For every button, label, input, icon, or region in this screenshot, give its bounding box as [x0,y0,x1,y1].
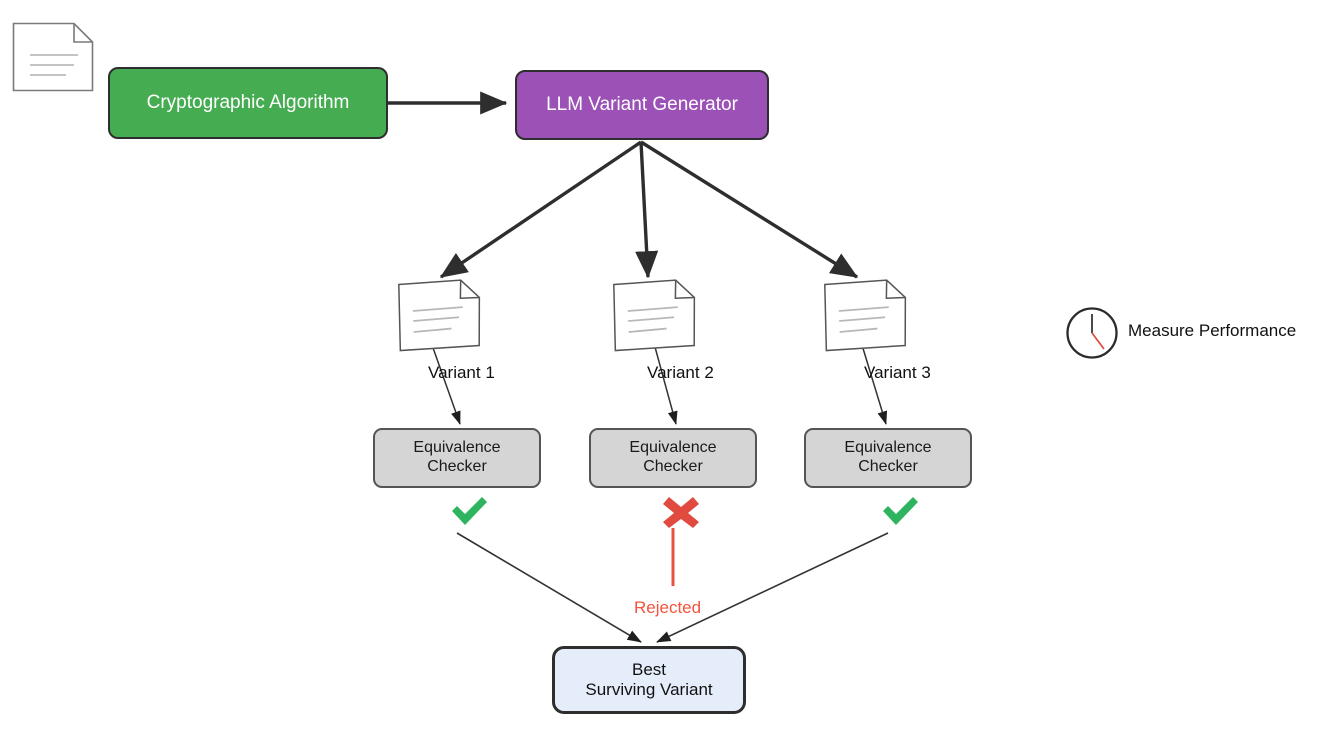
node-equivalence-checker-2-label: Equivalence Checker [629,439,717,475]
edge-llm-to-variant-2 [635,141,659,279]
node-llm-variant-generator-label: LLM Variant Generator [546,93,738,115]
variant-3-document-icon[interactable] [822,277,910,358]
variant-2-label: Variant 2 [647,363,714,382]
node-cryptographic-algorithm[interactable]: Cryptographic Algorithm [108,67,388,139]
rejected-label: Rejected [634,598,702,617]
node-best-surviving-variant-label: Best Surviving Variant [585,659,713,699]
cross-icon-2 [661,494,701,535]
edge-checker-3-to-best [656,532,889,643]
check-icon-3 [878,494,922,535]
edge-llm-to-variant-1 [439,140,642,279]
node-cryptographic-algorithm-label: Cryptographic Algorithm [146,91,350,113]
clock-icon [1065,306,1119,365]
measure-performance-label: Measure Performance [1128,321,1297,340]
variant-1-document-icon[interactable] [396,277,484,358]
node-equivalence-checker-2[interactable]: Equivalence Checker [589,428,757,488]
node-equivalence-checker-1[interactable]: Equivalence Checker [373,428,541,488]
variant-3-label: Variant 3 [864,363,931,382]
edge-variant-2-to-checker-2 [654,346,678,425]
source-document-icon [12,22,94,97]
node-best-surviving-variant[interactable]: Best Surviving Variant [552,646,746,714]
variant-1-label: Variant 1 [428,363,495,382]
check-icon-1 [447,494,491,535]
node-equivalence-checker-3-label: Equivalence Checker [844,439,932,475]
node-equivalence-checker-1-label: Equivalence Checker [413,439,501,475]
edge-checker-1-to-best [456,532,642,643]
edge-llm-to-variant-3 [640,140,859,279]
node-equivalence-checker-3[interactable]: Equivalence Checker [804,428,972,488]
node-llm-variant-generator[interactable]: LLM Variant Generator [515,70,769,140]
variant-2-document-icon[interactable] [611,277,699,358]
